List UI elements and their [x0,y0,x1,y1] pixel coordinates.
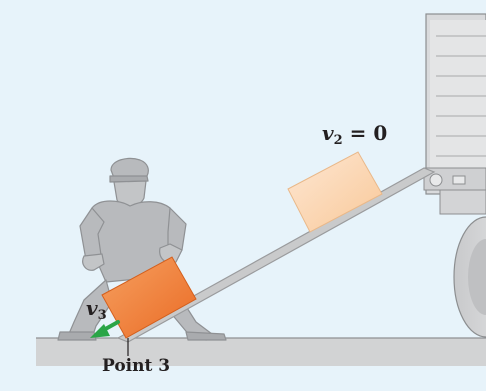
truck-body-icon [423,13,486,215]
worker-figure-icon [57,157,227,341]
point-3-label: Point 3 [102,356,171,376]
ground [36,338,486,366]
upper-box-icon [287,151,383,233]
truck-wheel-icon [453,216,486,338]
velocity-v2-label: v2 = 0 [322,121,388,148]
velocity-arrow-icon [90,320,120,338]
velocity-v3-label: v3 [86,296,107,323]
